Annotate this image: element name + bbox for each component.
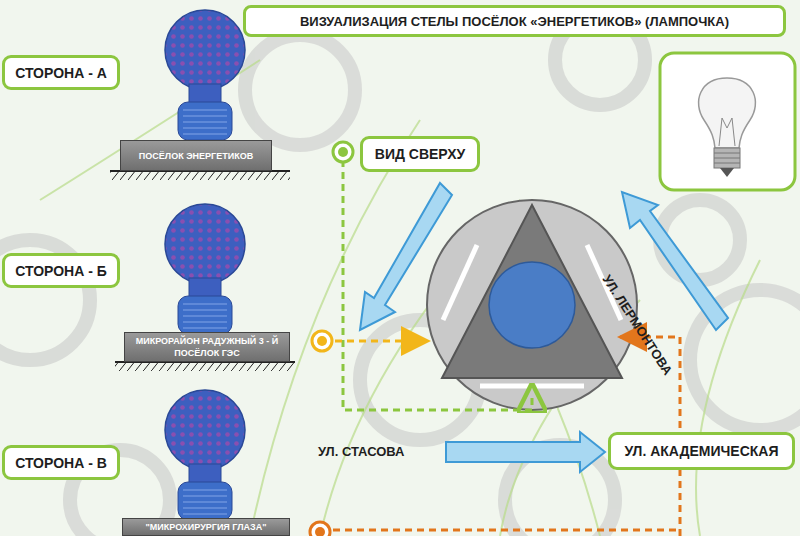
view-markers (333, 160, 680, 536)
view-label-box: ВИД СВЕРХУ (360, 136, 480, 172)
street-label-box: УЛ. АКАДЕМИЧЕСКАЯ (608, 432, 795, 470)
stela-c (165, 390, 245, 520)
stela-a (165, 10, 245, 140)
bulb-panel (660, 53, 795, 190)
stela-base-plate: ПОСЁЛОК ЭНЕРГЕТИКОВ (120, 140, 272, 171)
node-text: МИКРОРАЙОН РАДУЖНЫЙ 3 - Й ПОСЁЛОК ГЭС (129, 335, 285, 359)
street-arrows (360, 183, 728, 472)
node-text: СТОРОНА - А (15, 65, 107, 81)
node-text: ПОСЁЛОК ЭНЕРГЕТИКОВ (139, 150, 253, 162)
node-text: УЛ. АКАДЕМИЧЕСКАЯ (624, 443, 778, 459)
node-text: СТОРОНА - В (15, 455, 107, 471)
stela-base-plate: МИКРОРАЙОН РАДУЖНЫЙ 3 - Й ПОСЁЛОК ГЭС (124, 332, 290, 362)
stela-base-plate: "МИКРОХИРУРГИЯ ГЛАЗА" (122, 518, 290, 536)
node-text: "МИКРОХИРУРГИЯ ГЛАЗА" (146, 521, 267, 533)
marker-dots (310, 142, 353, 536)
node-text: ВИД СВЕРХУ (375, 146, 465, 162)
top-view (427, 200, 637, 410)
side-label-box: СТОРОНА - А (2, 55, 120, 90)
stela-b (165, 204, 245, 334)
diagram-title: ВИЗУАЛИЗАЦИЯ СТЕЛЫ ПОСЁЛОК «ЭНЕРГЕТИКОВ»… (243, 5, 786, 37)
ground (110, 171, 295, 371)
side-label-box: СТОРОНА - Б (2, 253, 120, 288)
street-label: УЛ. ЛЕРМОНТОВА (599, 272, 675, 378)
background-rings (0, 15, 800, 536)
node-text: СТОРОНА - Б (15, 263, 107, 279)
street-label: УЛ. СТАСОВА (318, 444, 405, 459)
side-label-box: СТОРОНА - В (2, 445, 120, 480)
